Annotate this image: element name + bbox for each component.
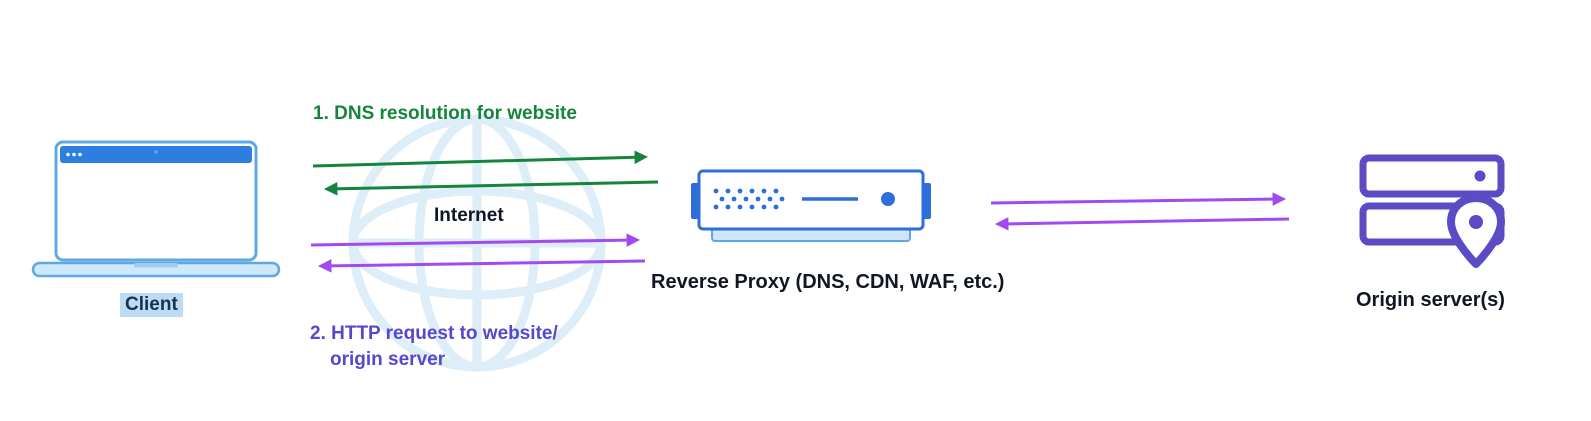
http-arrows-client-proxy: [310, 233, 646, 273]
dns-arrows: [312, 150, 659, 196]
flow-2-label-line2: origin server: [330, 349, 446, 370]
http-arrows-proxy-origin: [990, 192, 1290, 231]
reverse-proxy-icon: [690, 167, 932, 249]
client-label: Client: [120, 293, 183, 317]
flow-1-label: 1. DNS resolution for website: [313, 103, 577, 124]
reverse-proxy-label: Reverse Proxy (DNS, CDN, WAF, etc.): [651, 271, 1005, 293]
flow-2-label: 2. HTTP request to website/ origin serve…: [310, 321, 558, 373]
flow-2-label-line1: 2. HTTP request to website/: [310, 323, 558, 344]
internet-label: Internet: [434, 205, 504, 226]
origin-server-icon: [1358, 152, 1514, 270]
origin-server-label: Origin server(s): [1356, 289, 1505, 311]
laptop-icon: [30, 138, 282, 284]
